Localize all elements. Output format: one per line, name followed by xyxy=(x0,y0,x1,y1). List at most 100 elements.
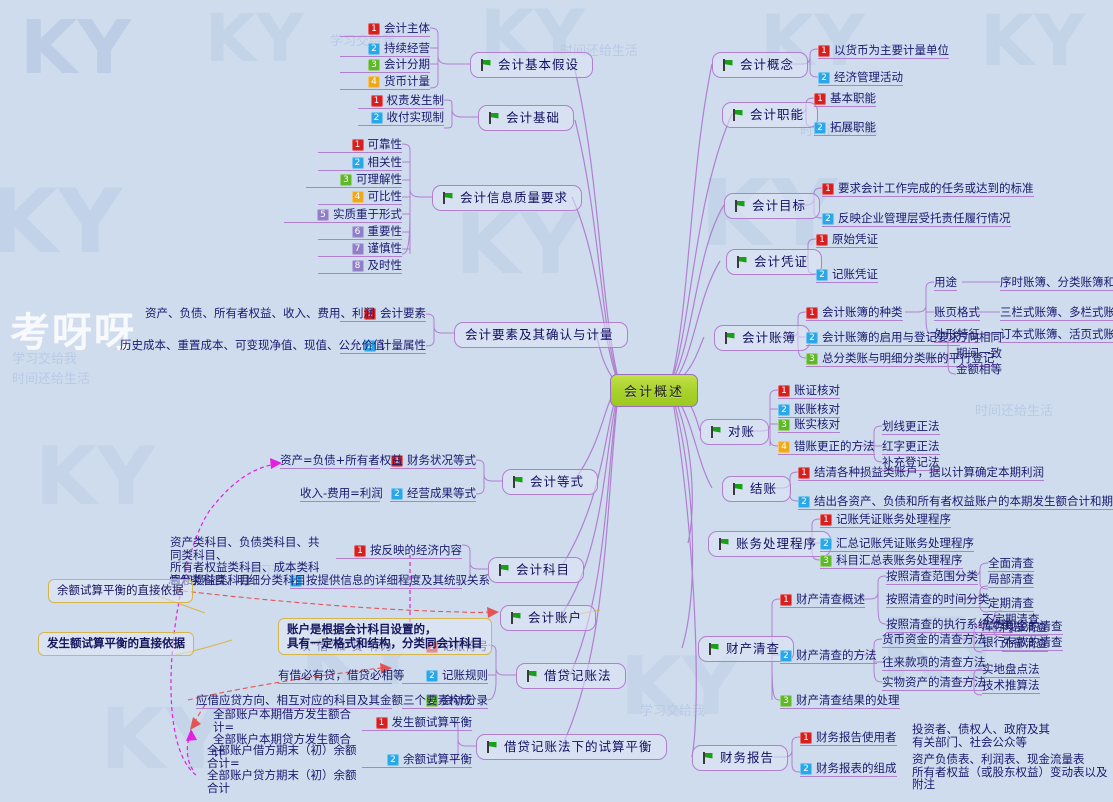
node-会计账簿[interactable]: 会计账簿 xyxy=(714,325,811,351)
leaf-sub[interactable]: 补充登记法 xyxy=(882,455,940,471)
callout-余额试算平衡的直接依据[interactable]: 余额试算平衡的直接依据 xyxy=(48,579,193,603)
leaf-text: 记账凭证账务处理程序 xyxy=(836,512,951,526)
leaf-sub[interactable]: 按照清查的执行系统分类 xyxy=(886,617,1013,633)
arrow-head xyxy=(190,717,201,730)
leaf-sub[interactable]: 账页格式 xyxy=(934,305,980,321)
leaf-sub[interactable]: 金额相等 xyxy=(956,362,1002,376)
leaf-sub[interactable]: 用途 xyxy=(934,275,957,291)
leaf-sub[interactable]: 红字更正法 xyxy=(882,439,940,455)
leaf-detail: 应借应贷方向、相互对应的科目及其金额三个要素构成 xyxy=(196,693,472,709)
leaf-text: 记账规则 xyxy=(442,668,488,682)
leaf-sub[interactable]: 按照清查范围分类 xyxy=(886,569,978,585)
leaf-sub[interactable]: 外形特征 xyxy=(934,327,980,343)
node-会计概念[interactable]: 会计概念 xyxy=(712,52,809,78)
node-会计科目[interactable]: 会计科目 xyxy=(488,557,585,583)
node-会计基本假设[interactable]: 会计基本假设 xyxy=(470,52,594,78)
node-借贷记账法[interactable]: 借贷记账法 xyxy=(516,663,626,689)
leaf-text: 可比性 xyxy=(367,189,403,203)
node-结账[interactable]: 结账 xyxy=(722,476,792,502)
root-node[interactable]: 会计概述 xyxy=(610,374,699,407)
leaf-sub[interactable]: 货币资金的清查方法 xyxy=(882,632,986,648)
leaf-sub[interactable]: 方向相同 xyxy=(956,330,1002,344)
node-会计信息质量要求[interactable]: 会计信息质量要求 xyxy=(432,185,583,211)
node-账务处理程序[interactable]: 账务处理程序 xyxy=(708,531,832,557)
node-会计要素及其确认与计量[interactable]: 会计要素及其确认与计量 xyxy=(454,322,628,348)
flag-icon xyxy=(527,670,538,682)
callout-账户定义[interactable]: 账户是根据会计科目设置的， 具有一定格式和结构，分类同会计科目 xyxy=(278,618,492,655)
node-财务报告[interactable]: 财务报告 xyxy=(692,745,789,771)
node-对账[interactable]: 对账 xyxy=(700,419,770,445)
leaf-sub[interactable]: 按照清查的时间分类 xyxy=(886,592,990,608)
node-会计基础[interactable]: 会计基础 xyxy=(478,105,575,131)
node-会计职能[interactable]: 会计职能 xyxy=(722,102,819,128)
node-财产清查[interactable]: 财产清查 xyxy=(698,636,795,662)
callout-发生额试算平衡的直接依据[interactable]: 发生额试算平衡的直接依据 xyxy=(38,632,194,656)
node-会计凭证[interactable]: 会计凭证 xyxy=(726,249,823,275)
node-会计账户[interactable]: 会计账户 xyxy=(500,605,597,631)
leaf-sub[interactable]: 划线更正法 xyxy=(882,419,940,435)
node-借贷记账法下的试算平衡[interactable]: 借贷记账法下的试算平衡 xyxy=(476,734,667,760)
leaf-sub[interactable]: 往来款项的清查方法 xyxy=(882,655,986,671)
flag-icon xyxy=(719,538,730,550)
badge-number: 3 xyxy=(368,59,380,71)
node-会计目标[interactable]: 会计目标 xyxy=(724,193,821,219)
leaf-sub[interactable]: 期间一致 xyxy=(956,346,1002,360)
badge-number: 1 xyxy=(816,234,828,246)
node-label: 账务处理程序 xyxy=(736,536,818,551)
node-会计等式[interactable]: 会计等式 xyxy=(502,469,599,495)
badge-number: 8 xyxy=(351,260,364,272)
leaf-text: 记账凭证 xyxy=(832,267,878,281)
leaf-text: 以货币为主要计量单位 xyxy=(834,43,949,57)
leaf-sub[interactable]: 实物资产的清查方法 xyxy=(882,675,986,691)
